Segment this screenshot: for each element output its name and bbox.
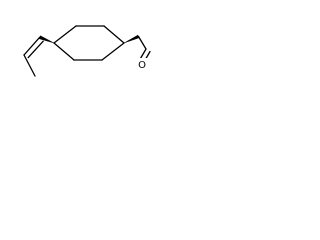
- vinyl-double-bond-outer: [23, 36, 41, 56]
- oxygen-atom-label: O: [138, 60, 146, 71]
- wedge-bond-propenyl: [38, 35, 55, 44]
- wedge-bond-aldehyde: [123, 34, 140, 44]
- vinyl-double-bond-inner: [27, 40, 44, 59]
- oxygen-label-background: [136, 58, 148, 70]
- ring-bond-right-bottom: [101, 42, 125, 61]
- ring-bond-left-top: [53, 25, 77, 44]
- ring-bond-left-bottom: [53, 42, 75, 61]
- molecule-structure: O: [23, 25, 151, 77]
- aldehyde-carbon-bond: [137, 35, 147, 50]
- ring-bond-right-top: [103, 25, 125, 44]
- methyl-bond: [23, 54, 36, 77]
